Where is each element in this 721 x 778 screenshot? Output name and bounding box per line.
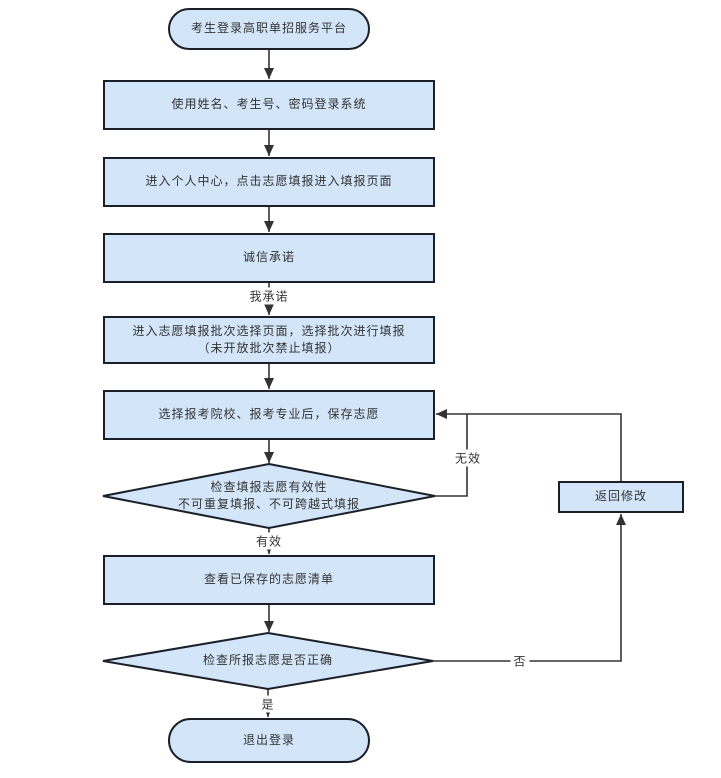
edge-no-branch-to-return bbox=[433, 514, 626, 662]
node-login-label: 使用姓名、考生号、密码登录系统 bbox=[171, 97, 367, 112]
edge-invalid-branch bbox=[435, 414, 468, 497]
edge-return-to-choose bbox=[436, 409, 622, 481]
edge-label-no: 否 bbox=[510, 652, 530, 670]
node-login: 使用姓名、考生号、密码登录系统 bbox=[103, 80, 435, 130]
node-choose-school: 选择报考院校、报考专业后，保存志愿 bbox=[103, 390, 435, 440]
node-check-correct: 检查所报志愿是否正确 bbox=[103, 635, 433, 687]
node-start: 考生登录高职单招服务平台 bbox=[168, 8, 370, 50]
edge-label-promise: 我承诺 bbox=[246, 287, 292, 305]
node-return-modify-label: 返回修改 bbox=[594, 489, 647, 504]
node-batch-select-line2: （未开放批次禁止填报） bbox=[197, 341, 341, 355]
node-batch-select-line1: 进入志愿填报批次选择页面，选择批次进行填报 bbox=[132, 323, 406, 338]
decision-correctness-diamond bbox=[102, 631, 434, 691]
edge-label-invalid: 无效 bbox=[451, 449, 485, 467]
node-view-saved-label: 查看已保存的志愿清单 bbox=[203, 572, 334, 587]
decision-validity-diamond bbox=[102, 462, 436, 530]
edge-label-yes: 是 bbox=[258, 695, 278, 713]
node-view-saved: 查看已保存的志愿清单 bbox=[103, 555, 435, 605]
node-start-label: 考生登录高职单招服务平台 bbox=[190, 21, 347, 36]
node-batch-select: 进入志愿填报批次选择页面，选择批次进行填报 （未开放批次禁止填报） bbox=[103, 316, 435, 364]
node-enter-center-label: 进入个人中心，点击志愿填报进入填报页面 bbox=[145, 174, 393, 189]
node-check-validity-line2: 不可重复填报、不可跨越式填报 bbox=[177, 497, 360, 511]
node-integrity-pledge-label: 诚信承诺 bbox=[242, 250, 295, 265]
node-logout: 退出登录 bbox=[168, 718, 370, 763]
node-choose-school-label: 选择报考院校、报考专业后，保存志愿 bbox=[158, 407, 380, 422]
node-check-correct-label: 检查所报志愿是否正确 bbox=[202, 653, 333, 668]
node-check-validity: 检查填报志愿有效性 不可重复填报、不可跨越式填报 bbox=[103, 466, 435, 526]
edge-label-valid: 有效 bbox=[252, 532, 286, 550]
node-logout-label: 退出登录 bbox=[242, 732, 295, 747]
node-return-modify: 返回修改 bbox=[558, 481, 684, 513]
node-check-validity-line1: 检查填报志愿有效性 bbox=[210, 479, 328, 494]
node-enter-center: 进入个人中心，点击志愿填报进入填报页面 bbox=[103, 157, 435, 207]
node-integrity-pledge: 诚信承诺 bbox=[103, 233, 435, 283]
